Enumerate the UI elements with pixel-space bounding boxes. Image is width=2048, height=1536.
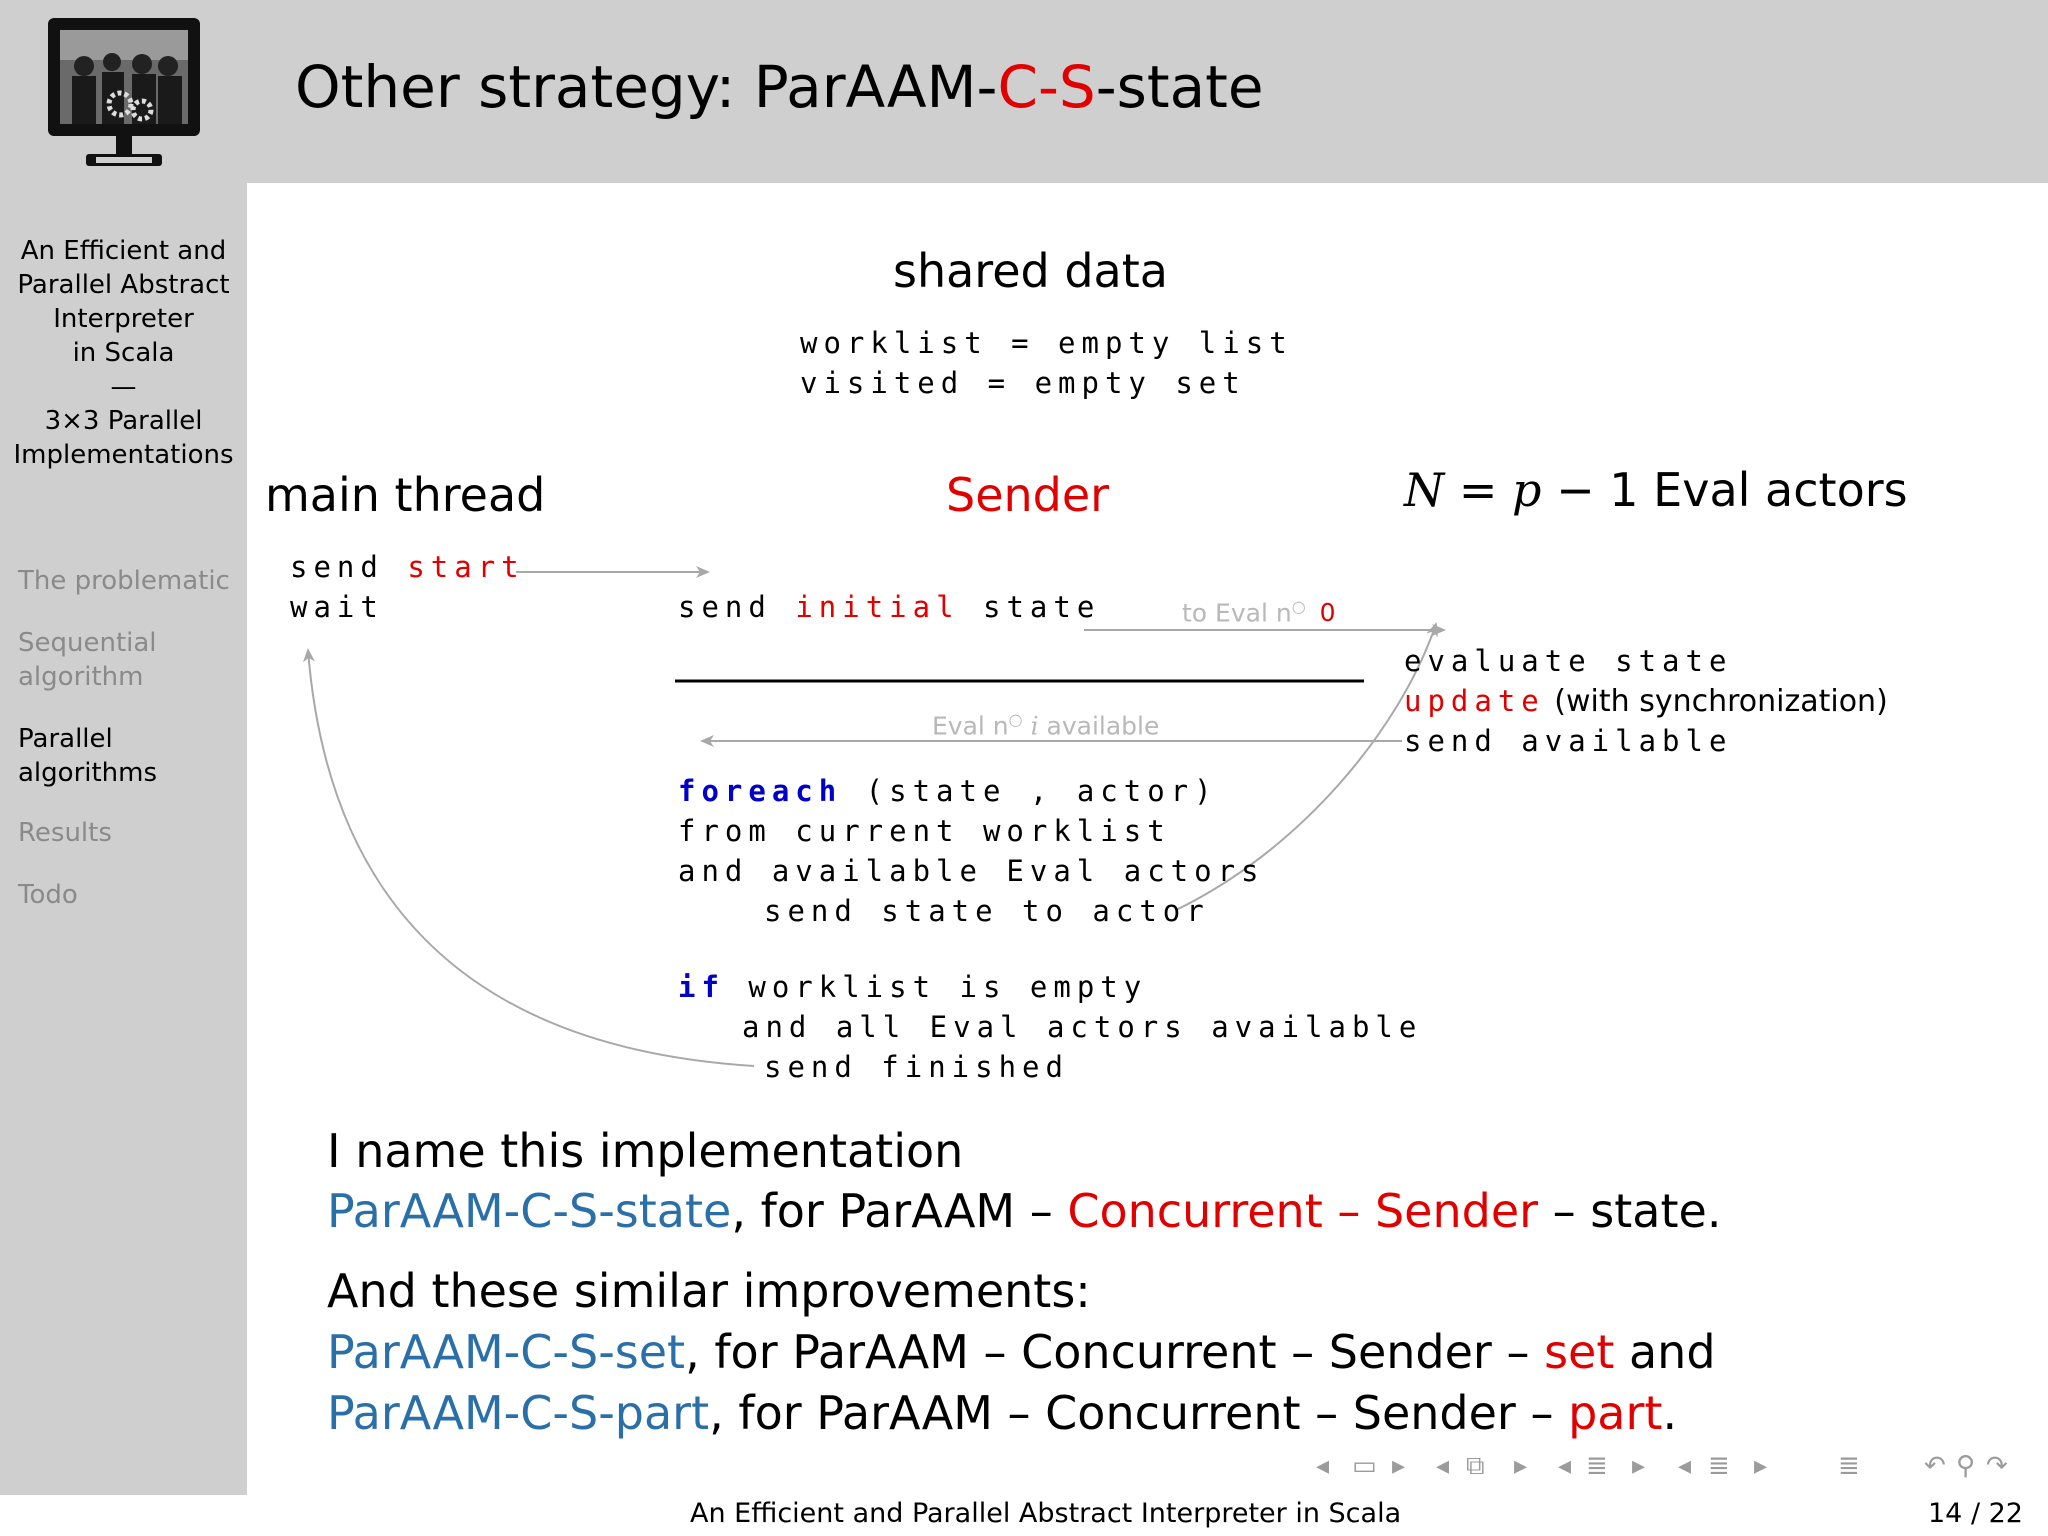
body-line-2-mid: , for ParAAM – [731,1184,1068,1238]
main-thread-heading: main thread [265,468,546,522]
body-line-5-part: part [1568,1386,1663,1440]
and-line: and available Eval actors [678,854,1265,888]
eval-actors-heading: N = p − 1 Eval actors [1404,462,1908,518]
eval-avail-degree: ○ [1008,710,1023,729]
nav-next-icon[interactable]: ▸ [1632,1451,1646,1481]
sidebar [0,183,247,1495]
sidebar-title-line: Implementations [13,440,234,470]
search-icon[interactable]: ⚲ [1956,1451,1976,1481]
to-eval-zero: 0 [1319,598,1336,628]
sidebar-title-line: in Scala [72,338,175,368]
body-line-1: I name this implementation [327,1124,964,1178]
shared-worklist: worklist = empty list [800,326,1293,360]
shared-visited: visited = empty set [800,366,1246,400]
sender-send: send [678,590,796,624]
body-line-5-mid: , for ParAAM – Concurrent – Sender – [709,1386,1569,1440]
impl-name-part[interactable]: ParAAM-C-S-part [327,1386,710,1440]
eval-update-line: update (with synchronization) [1404,681,1888,722]
sender-heading: Sender [946,468,1110,522]
body-line-2-end: – state. [1538,1184,1722,1238]
main-start: start [407,550,525,584]
sidebar-item-sequential[interactable]: Sequential algorithm [18,628,157,692]
redo-icon[interactable]: ↷ [1986,1451,2008,1481]
send-finished-line: send finished [764,1050,1069,1084]
main-send: send [290,550,408,584]
eval-avail-i: i [1030,711,1039,741]
main-send-start: send start [290,547,525,587]
eval-update: update [1404,684,1545,718]
nav-prev-icon[interactable]: ◂ [1558,1451,1572,1481]
sender-state: state [959,590,1101,624]
body-line-2-concurrent: Concurrent – Sender [1067,1184,1539,1238]
logo [48,18,200,166]
foreach-line: foreach (state , actor) [678,771,1218,811]
eval-actors-eq: = [1444,463,1513,517]
send-to-actor-line: send state to actor [764,894,1210,928]
if-keyword: if [678,970,725,1004]
body-line-2: ParAAM-C-S-state, for ParAAM – Concurren… [327,1181,1721,1241]
eval-avail-text: Eval n [932,711,1009,741]
page-number: 14 / 22 [1928,1498,2023,1529]
sidebar-item-results[interactable]: Results [18,818,112,848]
body-line-4-mid: , for ParAAM – Concurrent – Sender – [685,1325,1545,1379]
sidebar-item-todo[interactable]: Todo [18,880,78,910]
body-line-3: And these similar improvements: [327,1264,1091,1318]
nav-next-icon[interactable]: ▸ [1514,1451,1528,1481]
eval-send-available: send available [1404,724,1733,758]
and-all-line: and all Eval actors available [742,1010,1423,1044]
eval-actors-p: p [1512,463,1542,517]
to-eval-degree: ○ [1291,597,1306,616]
title-prefix: Other strategy: ParAAM- [295,53,998,121]
eval-available-label: Eval n○ i available [932,705,1159,741]
title-highlight: C-S [997,53,1096,121]
sender-initial: initial [795,590,960,624]
sidebar-title-line: Parallel Abstract [17,270,230,300]
subsection-icon[interactable]: ⧉ [1466,1451,1485,1481]
sidebar-title-line: Interpreter [53,304,194,334]
slide-title: Other strategy: ParAAM-C-S-state [295,52,1264,122]
nav-prev-icon[interactable]: ◂ [1316,1451,1330,1481]
nav-prev-icon[interactable]: ◂ [1678,1451,1692,1481]
body-line-5-end: . [1662,1386,1678,1440]
outline-icon[interactable]: ≣ [1838,1451,1860,1481]
body-line-5: ParAAM-C-S-part, for ParAAM – Concurrent… [327,1383,1677,1443]
sidebar-title-line: — [110,372,137,402]
eval-avail-rest: available [1038,711,1160,741]
frame-icon[interactable]: ▭ [1352,1451,1377,1481]
footer-title: An Efficient and Parallel Abstract Inter… [690,1498,1402,1529]
header-bar [0,0,2048,183]
impl-name-set[interactable]: ParAAM-C-S-set [327,1325,686,1379]
nav-next-icon[interactable]: ▸ [1754,1451,1768,1481]
eval-evaluate-line: evaluate state [1404,644,1733,678]
body-line-4-set: set [1544,1325,1615,1379]
if-line: if worklist is empty [678,967,1147,1007]
foreach-rest: (state , actor) [842,774,1218,808]
shared-data-title: shared data [893,244,1168,298]
sidebar-title-line: An Efficient and [20,236,227,266]
impl-name-state[interactable]: ParAAM-C-S-state [327,1184,732,1238]
section-icon[interactable]: ≣ [1708,1451,1730,1481]
body-line-4-end: and [1614,1325,1716,1379]
eval-update-rest: (with synchronization) [1544,684,1888,719]
eval-actors-rest: − 1 Eval actors [1541,463,1908,517]
title-suffix: -state [1095,53,1264,121]
to-eval-text: to Eval n [1182,598,1292,628]
nav-next-icon[interactable]: ▸ [1392,1451,1406,1481]
foreach-keyword: foreach [678,774,843,808]
section-icon[interactable]: ≣ [1586,1451,1608,1481]
eval-actors-n: N [1404,463,1445,517]
main-wait: wait [290,590,384,624]
from-line: from current worklist [678,814,1171,848]
sidebar-item-problematic[interactable]: The problematic [18,566,230,596]
undo-icon[interactable]: ↶ [1924,1451,1946,1481]
if-rest: worklist is empty [724,970,1148,1004]
to-eval-label: to Eval n○ 0 [1182,592,1336,628]
body-line-4: ParAAM-C-S-set, for ParAAM – Concurrent … [327,1322,1716,1382]
sidebar-title-line: 3×3 Parallel [44,406,203,436]
nav-prev-icon[interactable]: ◂ [1436,1451,1450,1481]
sender-send-initial: send initial state [678,587,1100,627]
sidebar-item-parallel[interactable]: Parallel algorithms [18,724,158,788]
